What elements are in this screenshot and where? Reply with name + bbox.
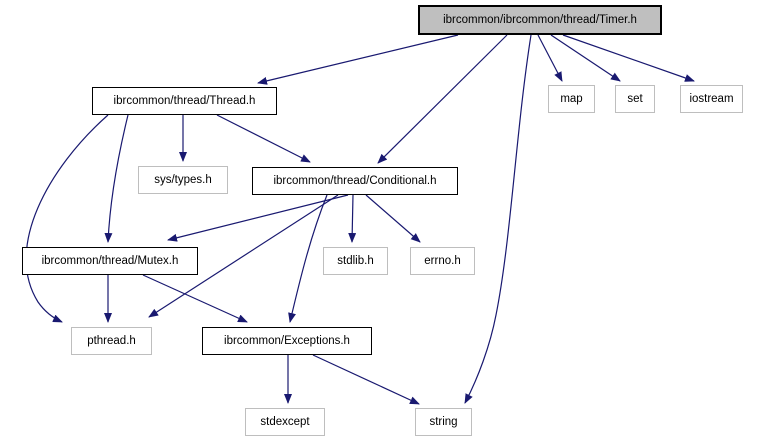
edge-conditional-to-stdlib	[348, 194, 357, 243]
edge-mutex-to-exceptions	[142, 274, 248, 323]
edge-thread-to-mutex	[104, 114, 129, 243]
node-set: set	[615, 85, 655, 113]
edge-conditional-to-mutex	[167, 194, 349, 242]
node-errno-h: errno.h	[410, 247, 475, 275]
node-string: string	[415, 408, 472, 436]
edge-exceptions-to-string	[312, 354, 420, 405]
node-pthread-h: pthread.h	[71, 327, 152, 355]
edge-timer-to-set	[550, 34, 621, 82]
edge-timer-to-map	[537, 34, 563, 82]
node-iostream: iostream	[680, 85, 743, 113]
edge-thread-to-conditional	[216, 114, 311, 163]
node-stdexcept: stdexcept	[245, 408, 325, 436]
node-conditional-h[interactable]: ibrcommon/thread/Conditional.h	[252, 167, 458, 195]
node-timer-h: ibrcommon/ibrcommon/thread/Timer.h	[418, 5, 662, 35]
node-exceptions-h[interactable]: ibrcommon/Exceptions.h	[202, 327, 372, 355]
edge-conditional-to-errno	[365, 194, 421, 243]
edge-thread-to-pthread	[25, 114, 109, 323]
edge-timer-to-conditional	[377, 34, 508, 164]
node-mutex-h[interactable]: ibrcommon/thread/Mutex.h	[22, 247, 198, 275]
edge-timer-to-iostream	[562, 34, 695, 82]
node-thread-h[interactable]: ibrcommon/thread/Thread.h	[92, 87, 277, 115]
node-map: map	[548, 85, 595, 113]
edge-conditional-to-pthread	[148, 194, 339, 318]
edge-conditional-to-exceptions	[288, 194, 328, 323]
node-sys-types-h: sys/types.h	[138, 166, 228, 194]
edge-timer-to-thread	[257, 34, 459, 85]
node-stdlib-h: stdlib.h	[323, 247, 388, 275]
edge-timer-to-string	[464, 34, 532, 404]
